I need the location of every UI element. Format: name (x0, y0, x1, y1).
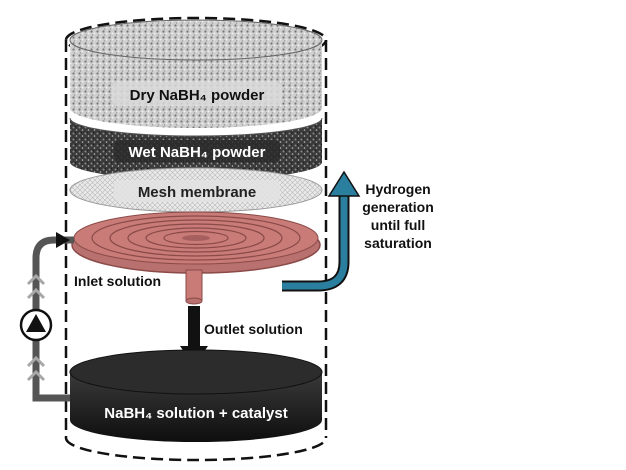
pump-triangle-icon (26, 314, 46, 332)
solution-tank: NaBH₄ solution + catalyst (69, 349, 323, 442)
coil-distributor (71, 211, 321, 305)
svg-text:saturation: saturation (364, 235, 432, 251)
arrow-up-icon (327, 170, 361, 197)
svg-text:until full: until full (371, 217, 425, 233)
hydrogen-flow-arrow (282, 170, 361, 292)
mesh-membrane: Mesh membrane (69, 167, 323, 213)
outlet-label: Outlet solution (204, 321, 303, 337)
tank-label: NaBH₄ solution + catalyst (104, 405, 287, 422)
wet-powder-label: Wet NaBH₄ powder (129, 144, 266, 161)
recirculation-pipe (19, 232, 74, 402)
mesh-membrane-label: Mesh membrane (138, 184, 256, 201)
svg-text:Hydrogen: Hydrogen (365, 181, 430, 197)
dry-powder-layer: Dry NaBH₄ powder (69, 19, 323, 128)
dry-powder-label: Dry NaBH₄ powder (130, 87, 265, 104)
inlet-label: Inlet solution (74, 273, 161, 289)
svg-text:generation: generation (362, 199, 434, 215)
hydrogen-label: Hydrogen generation until full saturatio… (362, 181, 434, 251)
wet-powder-layer: Wet NaBH₄ powder (69, 117, 323, 180)
